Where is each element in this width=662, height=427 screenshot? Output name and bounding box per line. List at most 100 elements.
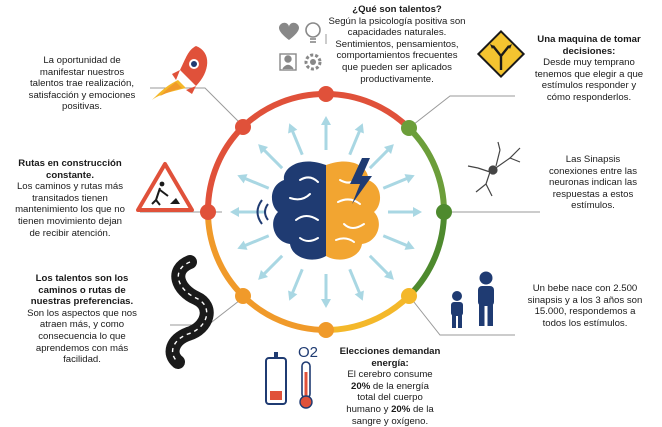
arrow-head bbox=[404, 174, 415, 184]
arrow-head bbox=[354, 123, 364, 134]
lightbulb-icon bbox=[305, 22, 321, 43]
arrow-shaft bbox=[290, 268, 304, 296]
title-talents-paths: Los talentos son los bbox=[35, 273, 129, 284]
arrow-head bbox=[258, 144, 269, 155]
line-blood-pct: humano y 20% de la bbox=[326, 404, 454, 416]
line: de la bbox=[412, 403, 434, 415]
brain-icon bbox=[271, 161, 381, 260]
line: facilidad. bbox=[63, 354, 101, 366]
lightning-icon bbox=[350, 158, 372, 204]
arrow-head bbox=[383, 144, 394, 155]
road-sign-icon bbox=[476, 29, 526, 79]
arrow-head bbox=[258, 269, 269, 280]
node-left bbox=[200, 204, 216, 220]
line: consecuencia lo que bbox=[38, 330, 126, 342]
line: satisfacción y emociones bbox=[28, 89, 136, 101]
node-bottom-left bbox=[235, 288, 251, 304]
arrow-shaft bbox=[382, 176, 410, 190]
title-decision-machine-2: decisiones: bbox=[562, 45, 616, 57]
arrow-head bbox=[354, 290, 364, 301]
line-energy-pct: 20% de la energía bbox=[326, 381, 454, 393]
outer-ring bbox=[204, 90, 447, 333]
line: La oportunidad de bbox=[43, 55, 121, 66]
block-routes: Rutas en construcción constante. Los cam… bbox=[4, 158, 136, 239]
line: Sentimientos, pensamientos, bbox=[335, 38, 459, 50]
line: comportamientos frecuentes bbox=[336, 50, 458, 62]
line: cómo responderlos. bbox=[546, 91, 632, 103]
neuron-icon bbox=[467, 141, 521, 197]
line: sinapsis y a los 3 años son bbox=[527, 294, 643, 306]
title-decision-machine: Una maquina de tomar bbox=[537, 34, 641, 45]
ring-nodes bbox=[200, 86, 452, 338]
blood-percent: 20% bbox=[391, 403, 411, 415]
line: Un bebe nace con 2.500 bbox=[532, 283, 638, 294]
line: atraen más, y como bbox=[39, 319, 125, 331]
arrow-head bbox=[413, 207, 422, 217]
arrow-head bbox=[288, 123, 298, 134]
block-opportunity: La oportunidad de manifestar nuestros ta… bbox=[14, 55, 150, 113]
arrow-shaft bbox=[368, 254, 391, 277]
energy-percent: 20% bbox=[351, 380, 371, 392]
line: Son los aspectos que nos bbox=[27, 307, 137, 319]
node-right bbox=[436, 204, 452, 220]
line: neuronas indican las bbox=[548, 177, 637, 189]
line: estímulos. bbox=[571, 200, 615, 212]
title-talents-paths-3: nuestras preferencias. bbox=[30, 296, 134, 308]
person-card-icon bbox=[279, 53, 297, 71]
line: total del cuerpo bbox=[357, 392, 423, 404]
line: manifestar nuestros bbox=[39, 66, 125, 78]
line: tenemos que elegir a que bbox=[534, 68, 644, 80]
line: talentos trae realización, bbox=[30, 78, 134, 90]
line: Las Sinapsis bbox=[565, 154, 621, 165]
line: capacidades naturales. bbox=[347, 27, 447, 39]
arrow-shaft bbox=[348, 128, 362, 156]
arrow-shaft bbox=[290, 128, 304, 156]
line: humano y bbox=[346, 403, 389, 415]
arrow-shaft bbox=[348, 268, 362, 296]
line: transitados tienen bbox=[32, 192, 108, 204]
title-what-are-talents: ¿Qué son talentos? bbox=[352, 4, 442, 15]
arrow-head bbox=[321, 299, 331, 308]
block-baby-synapses: Un bebe nace con 2.500 sinapsis y a los … bbox=[512, 283, 658, 329]
arrow-head bbox=[404, 240, 415, 250]
arrow-shaft bbox=[368, 147, 391, 170]
title-energy-2: energía: bbox=[371, 357, 409, 369]
line: Desde muy temprano bbox=[543, 57, 635, 69]
node-bottom bbox=[318, 322, 334, 338]
heart-icon bbox=[278, 22, 300, 40]
line: de la energía bbox=[372, 380, 429, 392]
arrow-head bbox=[237, 240, 248, 250]
battery-icon bbox=[265, 352, 287, 405]
line: todos los estímulos. bbox=[542, 317, 628, 329]
node-top-right bbox=[401, 120, 417, 136]
line: positivas. bbox=[62, 101, 102, 113]
line: conexiones entre las bbox=[549, 165, 637, 177]
block-decision-machine: Una maquina de tomar decisiones: Desde m… bbox=[520, 34, 658, 104]
arrow-shaft bbox=[242, 234, 270, 248]
line: Los caminos y rutas más bbox=[16, 181, 124, 193]
o2-label: O2 bbox=[298, 344, 318, 361]
arrow-shaft bbox=[382, 234, 410, 248]
radial-arrows bbox=[230, 116, 422, 308]
arrow-shaft bbox=[242, 176, 270, 190]
winding-road-icon bbox=[165, 255, 214, 369]
children-icon bbox=[451, 271, 494, 328]
arrow-shaft bbox=[261, 254, 284, 277]
node-bottom-right bbox=[401, 288, 417, 304]
block-synapses: Las Sinapsis conexiones entre las neuron… bbox=[532, 154, 654, 212]
line: Según la psicología positiva son bbox=[328, 15, 466, 27]
signal-waves-icon bbox=[256, 199, 269, 225]
title-routes-2: constante. bbox=[46, 169, 94, 181]
line: sangre y oxígeno. bbox=[351, 415, 429, 427]
arrow-head bbox=[321, 116, 331, 125]
line: estímulos responder y bbox=[541, 80, 637, 92]
line: de recibir atención. bbox=[29, 227, 111, 239]
line: que pueden ser aplicados bbox=[342, 61, 452, 73]
block-energy: Elecciones demandan energía: El cerebro … bbox=[326, 346, 454, 427]
title-routes: Rutas en construcción bbox=[18, 158, 122, 169]
line: respuestas a estos bbox=[552, 188, 634, 200]
title-talents-paths-2: caminos o rutas de bbox=[38, 284, 126, 296]
arrow-head bbox=[383, 269, 394, 280]
